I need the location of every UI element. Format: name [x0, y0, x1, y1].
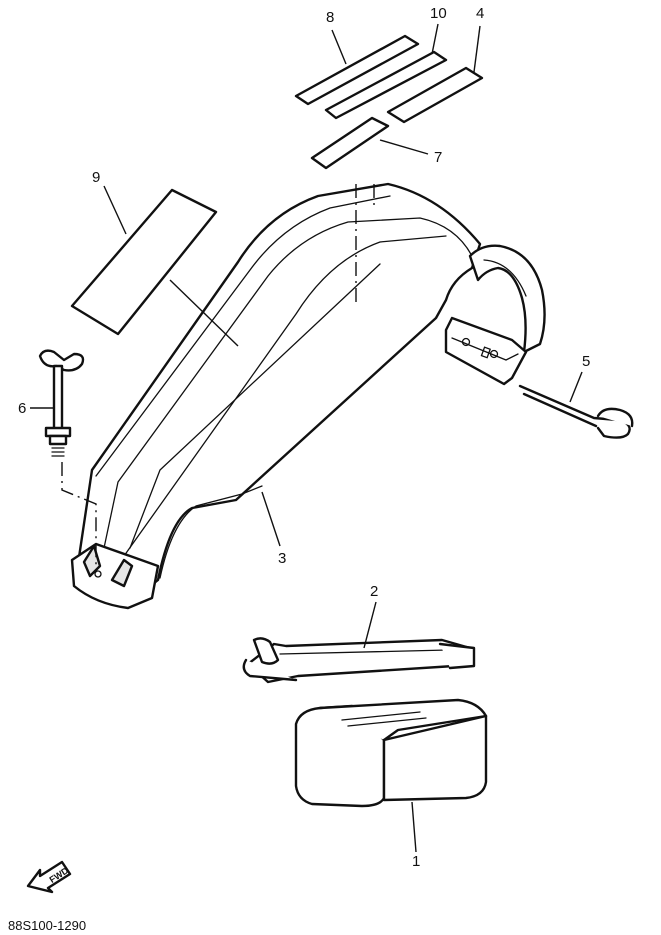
diagram-code: 88S100-1290	[8, 918, 86, 933]
pin-5[interactable]	[518, 384, 634, 439]
fwd-arrow-icon: FWD	[26, 860, 72, 894]
rear-fender[interactable]	[70, 182, 546, 610]
decal-9[interactable]	[70, 188, 218, 336]
callout-4: 4	[476, 5, 484, 22]
callout-3: 3	[278, 550, 286, 567]
wing-bolt-6[interactable]	[38, 349, 85, 457]
decal-8[interactable]	[294, 34, 420, 106]
callout-10: 10	[430, 5, 447, 22]
callout-2: 2	[370, 583, 378, 600]
decal-10[interactable]	[324, 50, 448, 120]
callout-1: 1	[412, 853, 420, 870]
callout-7: 7	[434, 149, 442, 166]
battery-band-2[interactable]	[242, 637, 476, 684]
callout-9: 9	[92, 169, 100, 186]
decal-4[interactable]	[386, 66, 484, 124]
callout-8: 8	[326, 9, 334, 26]
callout-5: 5	[582, 353, 590, 370]
callout-6: 6	[18, 400, 26, 417]
battery-box-1[interactable]	[294, 698, 488, 808]
decal-7[interactable]	[310, 116, 390, 170]
